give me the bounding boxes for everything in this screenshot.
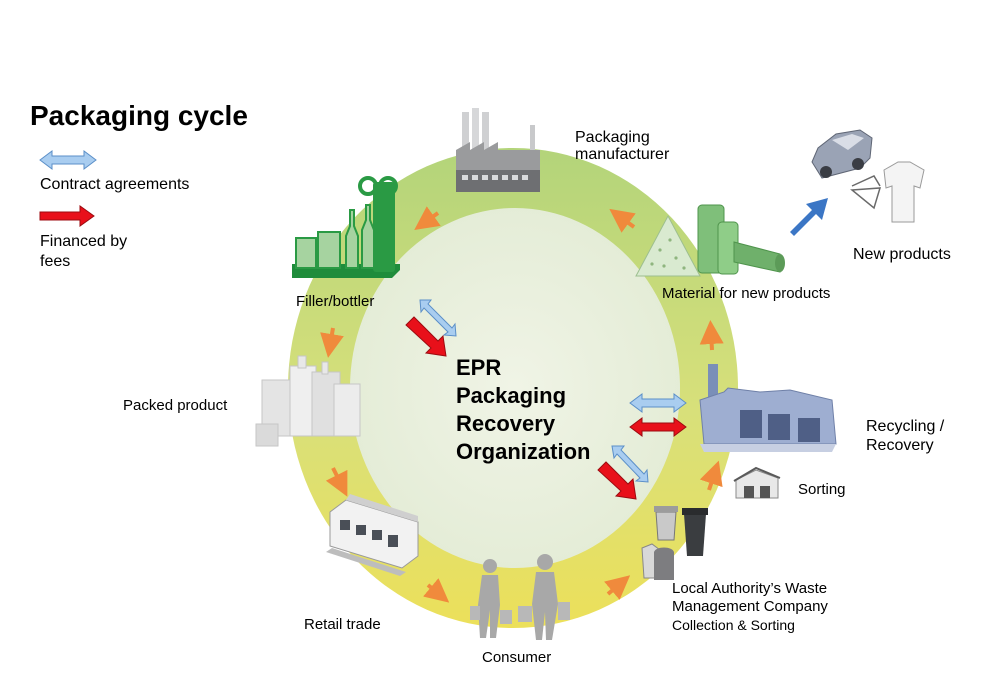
legend-financed-label-2: fees	[40, 253, 71, 270]
cycle-arrow	[609, 208, 636, 233]
financed-arrow-recycling	[629, 417, 687, 437]
contract-arrow-recycling	[629, 393, 687, 413]
bottles-icon	[292, 176, 400, 278]
factory-icon	[456, 108, 540, 192]
sorting-shed-icon	[733, 466, 781, 499]
cycle-arrow	[320, 327, 344, 358]
new-products-arrow	[790, 198, 828, 236]
center-title-line-1: EPR	[456, 355, 502, 380]
cycle-arrow	[604, 575, 631, 600]
label-local-authority-1: Local Authority’s Waste	[672, 580, 828, 597]
label-local-authority-3: Collection & Sorting	[672, 617, 795, 633]
shirt-icon	[850, 161, 925, 223]
center-title-line-4: Organization	[456, 439, 591, 464]
label-filler-bottler: Filler/bottler	[296, 293, 375, 310]
label-sorting: Sorting	[798, 481, 846, 498]
store-icon	[326, 494, 419, 576]
legend-financed-label-1: Financed by	[40, 233, 128, 250]
label-packed-product: Packed product	[123, 397, 228, 414]
label-material: Material for new products	[662, 285, 831, 302]
cycle-arrows	[320, 206, 724, 603]
label-local-authority-2: Management Company	[672, 598, 828, 615]
contract-arrow-bottler	[419, 299, 457, 337]
center-title-line-3: Recovery	[456, 411, 556, 436]
car-icon	[811, 129, 873, 179]
cycle-arrow	[414, 206, 441, 230]
center-title-line-2: Packaging	[456, 383, 567, 408]
label-recycling-1: Recycling /	[866, 418, 945, 435]
label-new-products: New products	[853, 246, 951, 263]
cycle-arrow	[325, 467, 348, 497]
label-packaging-manufacturer-2: manufacturer	[575, 146, 670, 163]
financed-arrow-authority	[597, 461, 637, 500]
legend-contract-label: Contract agreements	[40, 176, 190, 193]
legend-contract-arrow	[39, 150, 97, 170]
legend-financed-arrow	[39, 205, 95, 227]
label-recycling-2: Recovery	[866, 437, 934, 454]
label-consumer: Consumer	[482, 649, 552, 666]
label-packaging-manufacturer-1: Packaging	[575, 129, 650, 146]
recycling-plant-icon	[699, 364, 837, 452]
label-retail-trade: Retail trade	[304, 616, 381, 633]
cycle-arrow	[699, 320, 724, 351]
raw-material-icon	[635, 204, 785, 277]
packed-product-icon	[255, 355, 361, 447]
cycle-arrow	[423, 578, 450, 603]
contract-arrow-authority	[611, 445, 649, 483]
cycle-arrow	[699, 460, 723, 491]
waste-bins-icon	[641, 506, 708, 580]
shoppers-icon	[470, 554, 570, 640]
financed-arrow-bottler	[405, 316, 447, 357]
cycle-ring	[288, 148, 738, 628]
page-title: Packaging cycle	[30, 100, 248, 131]
